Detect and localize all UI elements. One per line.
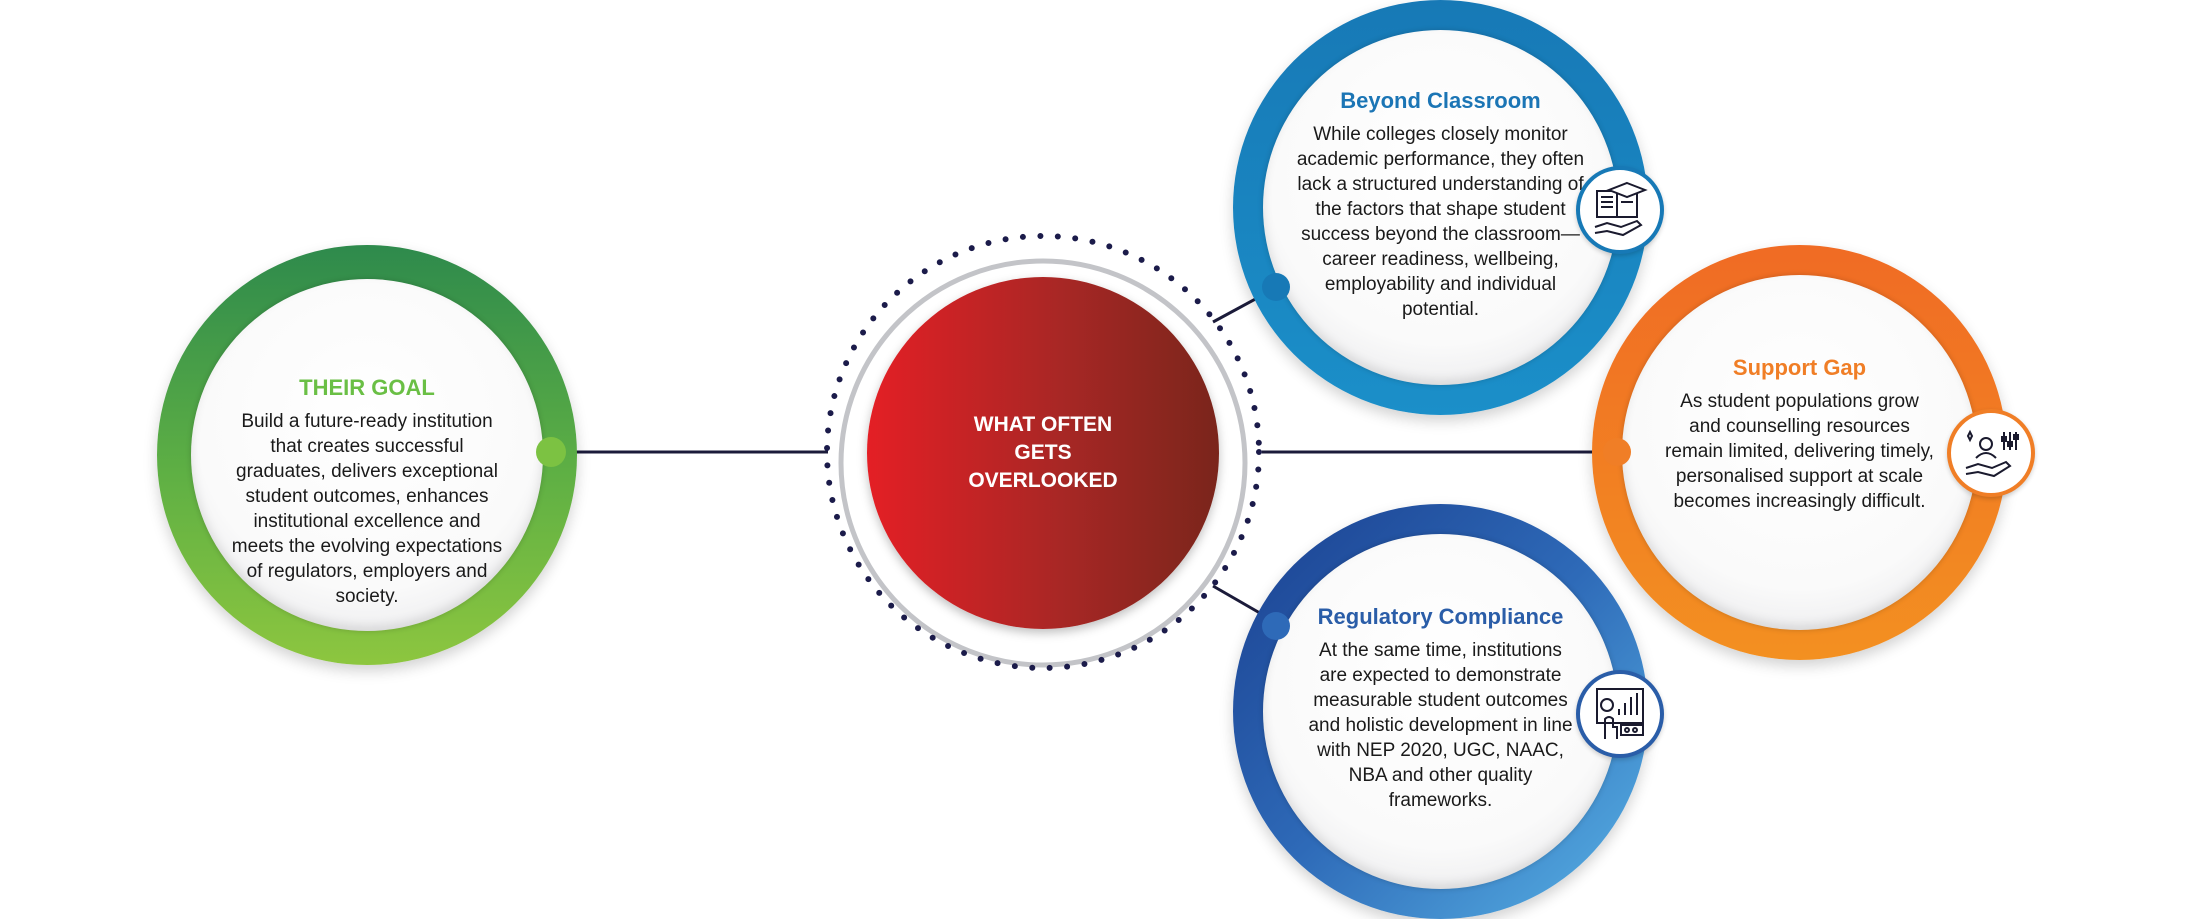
support-body: As student populations grow and counsell…	[1665, 391, 1934, 512]
regulatory-inner: Regulatory Compliance At the same time, …	[1263, 534, 1618, 889]
goal-connector-dot	[536, 437, 566, 467]
support-title: Support Gap	[1732, 355, 1867, 380]
regulatory-icon-badge	[1576, 670, 1664, 758]
book-graduation-cap-hand-icon	[1594, 181, 1648, 237]
support-circle: Support Gap As student populations grow …	[1592, 245, 2007, 660]
beyond-inner: Beyond Classroom While colleges closely …	[1263, 30, 1618, 385]
center-label: WHAT OFTEN GETS OVERLOOKED	[968, 413, 1118, 492]
dashboard-chart-hand-icon	[1596, 688, 1644, 739]
center-dotted-ring	[824, 233, 1262, 671]
beyond-title: Beyond Classroom	[1340, 88, 1541, 113]
regulatory-connector-dot	[1262, 612, 1290, 640]
goal-title: THEIR GOAL	[299, 375, 435, 400]
beyond-body: While colleges closely monitor academic …	[1296, 124, 1585, 320]
center-circle: WHAT OFTEN GETS OVERLOOKED	[867, 277, 1219, 629]
regulatory-title: Regulatory Compliance	[1317, 604, 1564, 629]
support-inner: Support Gap As student populations grow …	[1622, 275, 1977, 630]
goal-body: Build a future-ready institution that cr…	[231, 411, 503, 607]
beyond-connector-dot	[1262, 273, 1290, 301]
person-hand-settings-icon	[1965, 429, 2019, 478]
goal-inner: THEIR GOAL Build a future-ready institut…	[191, 279, 543, 631]
beyond-icon-badge	[1576, 166, 1664, 254]
regulatory-body: At the same time, institutions are expec…	[1308, 640, 1573, 811]
support-icon-badge	[1947, 409, 2035, 497]
support-connector-dot	[1603, 438, 1631, 466]
center-grey-ring	[838, 258, 1248, 668]
goal-circle: THEIR GOAL Build a future-ready institut…	[157, 245, 577, 665]
regulatory-circle: Regulatory Compliance At the same time, …	[1233, 504, 1648, 919]
